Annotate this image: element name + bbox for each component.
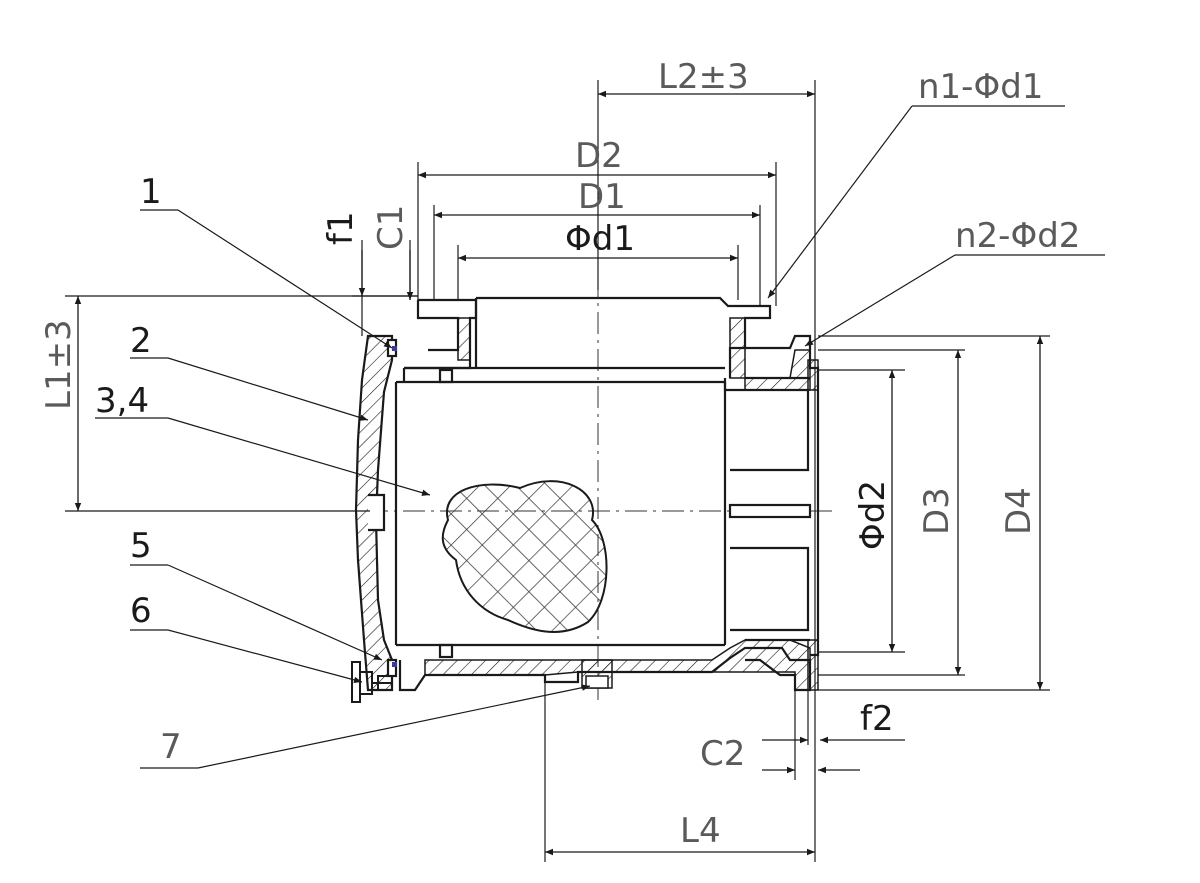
dim-f1: f1	[321, 211, 361, 245]
dim-C2: C2	[700, 734, 745, 774]
dim-C1: C1	[371, 205, 411, 250]
part-label-2: 2	[130, 321, 152, 361]
dim-D2: D2	[575, 136, 623, 176]
center-lines	[70, 275, 835, 700]
dim-L4: L4	[680, 811, 721, 851]
dim-L2: L2±3	[658, 57, 749, 97]
dimension-lines	[74, 90, 1044, 856]
end-cover	[354, 334, 398, 692]
dim-f2: f2	[860, 699, 894, 739]
hatched-walls	[424, 317, 819, 691]
dim-D3: D3	[917, 487, 957, 535]
part-labels: 1 2 3,4 5 6 7	[95, 172, 182, 767]
dim-d2: Φd2	[853, 480, 893, 550]
dim-D4: D4	[999, 487, 1039, 535]
dim-D1: D1	[578, 177, 626, 217]
part-label-6: 6	[130, 591, 152, 631]
dimension-labels: L2±3 n1-Φd1 D2 D1 Φd1 n2-Φd2 L4 C2 f2 f1…	[39, 57, 1080, 851]
extension-lines	[65, 80, 1050, 862]
dim-n1: n1-Φd1	[918, 67, 1043, 107]
part-label-3-4: 3,4	[95, 381, 149, 421]
dim-d1: Φd1	[565, 219, 635, 259]
filter-mesh	[441, 480, 608, 633]
leader-lines	[95, 105, 1105, 769]
part-label-7: 7	[160, 727, 182, 767]
dim-n2: n2-Φd2	[955, 216, 1080, 256]
part-label-5: 5	[130, 526, 152, 566]
part-label-1: 1	[140, 172, 162, 212]
dim-L1: L1±3	[39, 319, 79, 410]
